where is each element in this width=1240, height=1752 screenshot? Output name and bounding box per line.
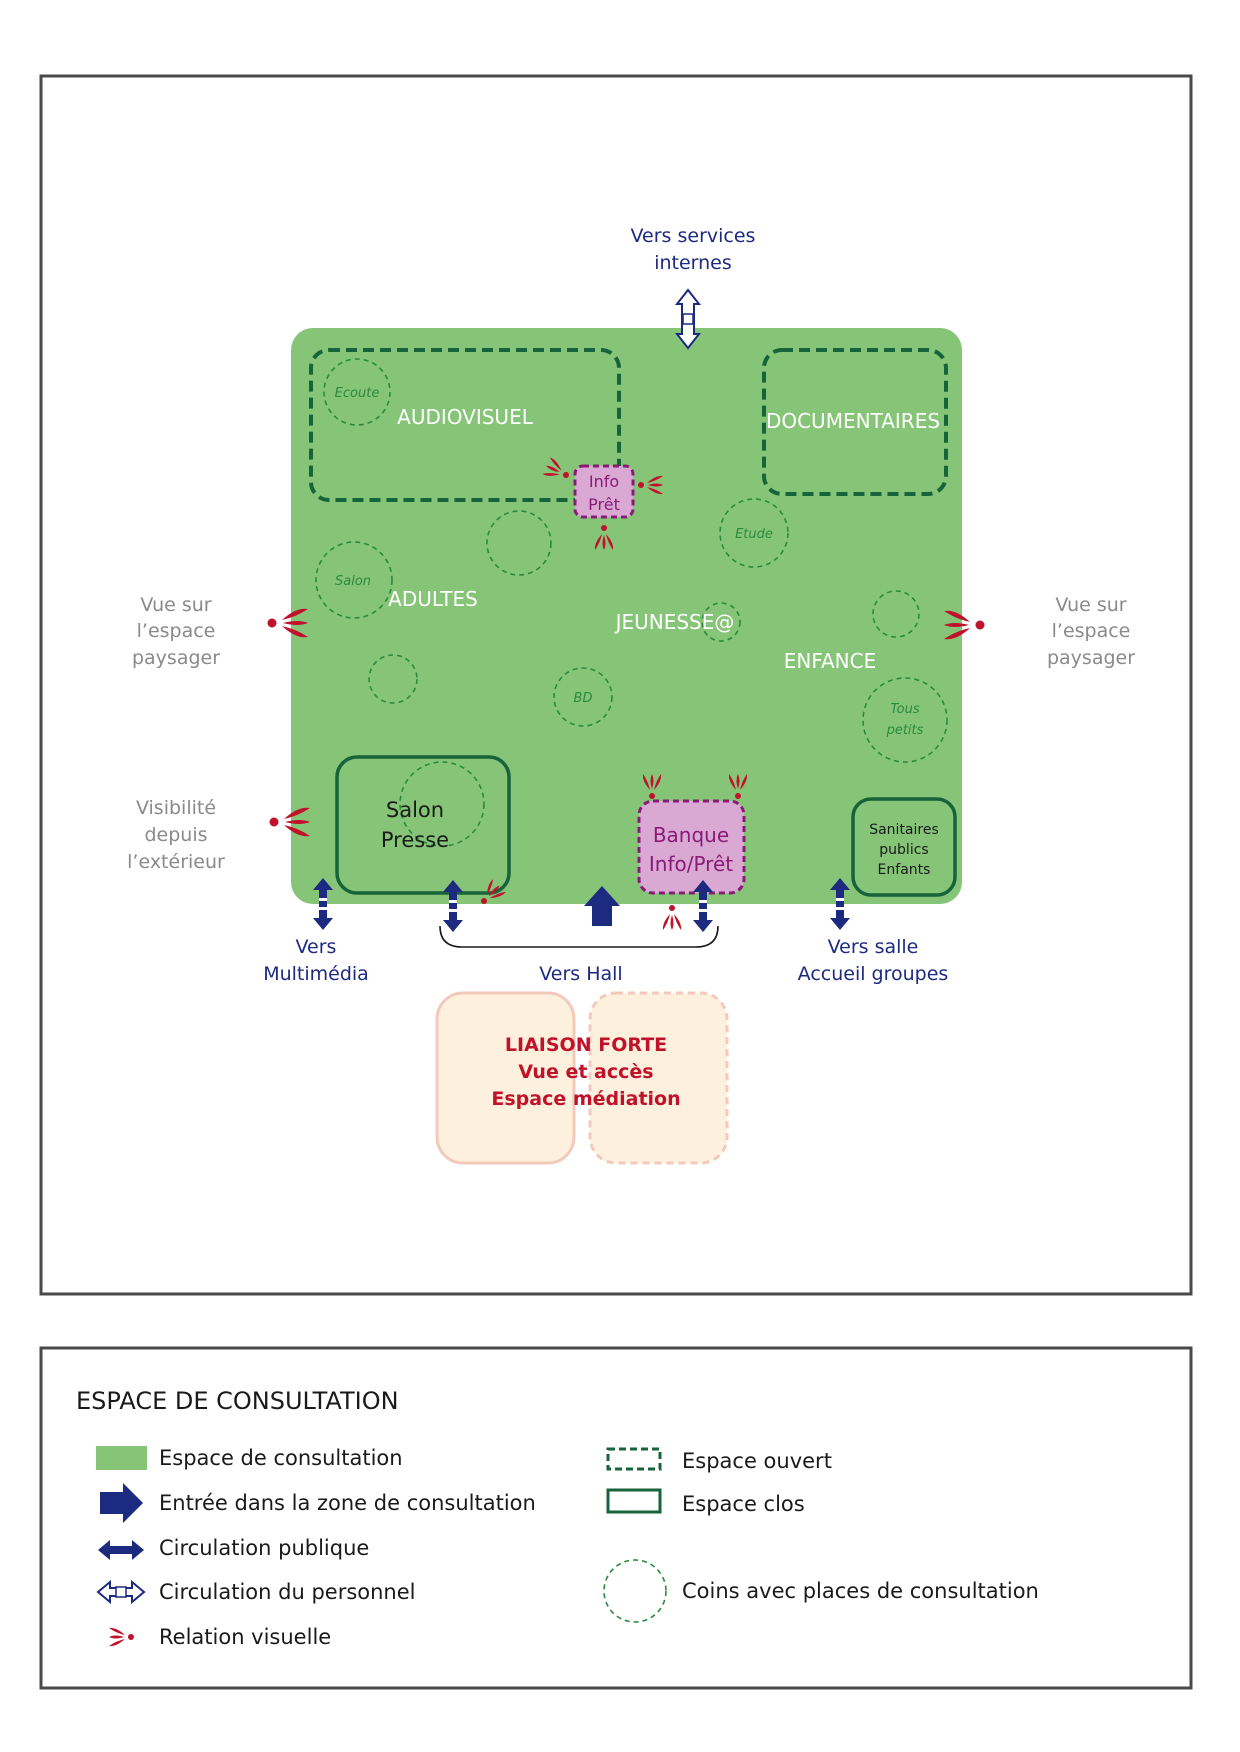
legend-item-corners: Coins avec places de consultation [682,1579,1039,1603]
corner-circle-1 [486,510,552,576]
legend-frame [39,1346,1193,1690]
corner-tous-petits [862,677,948,763]
corner-etude [719,498,789,568]
staff-circulation-icon [674,288,702,350]
corner-circle-3 [872,590,920,638]
left-view-label-3: paysager [132,647,220,669]
legend-item-visual: Relation visuelle [159,1625,331,1649]
corner-salon-label: Salon [335,574,371,589]
banque-info-pret-desk [637,799,746,895]
info-pret-desk [573,464,635,519]
corner-bd-label: BD [574,691,593,706]
public-circulation-icon [98,1540,144,1560]
corner-tous-petits-label-2: petits [886,723,924,738]
banque-label-2: Info/Prêt [649,852,733,876]
entry-arrow-icon [584,886,620,926]
bottom-left-label-1: Vers [296,936,337,958]
zone-jeunesse: JEUNESSE@ [614,610,735,634]
dashed-rect-icon [606,1447,662,1471]
sanitaires-closed-space [851,797,957,897]
corner-circle-4 [368,654,418,704]
legend-item-staff: Circulation du personnel [159,1580,416,1604]
info-pret-label-2: Prêt [588,495,620,514]
label-services-internes-1: Vers services [631,225,756,247]
corner-bd [553,667,613,727]
corner-circle-salon-presse [399,761,485,847]
visibility-label-3: l’extérieur [127,851,225,873]
salon-presse-closed-space [335,755,511,895]
staff-circulation-icon [96,1579,146,1605]
liaison-box-left [435,991,576,1165]
bottom-center-label: Vers Hall [539,963,622,985]
visual-relation-icon [109,1627,134,1647]
liaison-label-2: Vue et accès [518,1061,653,1083]
documentaires-open-space [762,348,948,496]
salon-presse-label-1: Salon [386,798,444,822]
corner-circle-2 [701,602,741,642]
legend-item-closed: Espace clos [682,1492,805,1516]
corner-etude-label: Etude [735,527,773,542]
hall-bracket [439,925,719,948]
liaison-label-3: Espace médiation [491,1088,680,1110]
salon-presse-label-2: Presse [381,828,449,852]
zone-audiovisuel: AUDIOVISUEL [397,405,534,429]
green-swatch [96,1446,147,1470]
corner-tous-petits-label-1: Tous [890,702,920,717]
right-view-label-1: Vue sur [1055,594,1126,616]
legend-item-public: Circulation publique [159,1536,369,1560]
zone-enfance: ENFANCE [784,649,877,673]
plan-frame [39,74,1193,1296]
left-view-label-2: l’espace [137,620,216,642]
right-view-label-2: l’espace [1052,620,1131,642]
liaison-label-1: LIAISON FORTE [505,1034,667,1056]
sanitaires-label-3: Enfants [878,862,931,878]
bottom-right-label-1: Vers salle [828,936,919,958]
legend-item-consultation: Espace de consultation [159,1446,403,1470]
left-view-label-1: Vue sur [140,594,211,616]
corner-ecoute-label: Ecoute [335,386,380,401]
sanitaires-label-1: Sanitaires [869,822,939,838]
dashed-circle-icon [603,1559,667,1623]
label-services-internes-2: internes [654,252,732,274]
banque-label-1: Banque [653,823,729,847]
visibility-label-2: depuis [144,824,207,846]
corner-ecoute [323,358,391,426]
bottom-right-label-2: Accueil groupes [798,963,949,985]
corner-salon [315,541,393,619]
sanitaires-label-2: publics [879,842,928,858]
audiovisuel-open-space [309,348,621,502]
info-pret-label-1: Info [589,472,619,491]
corner-circles [315,358,948,847]
legend-item-open: Espace ouvert [682,1449,832,1473]
legend-title: ESPACE DE CONSULTATION [76,1387,399,1415]
right-view-label-3: paysager [1047,647,1135,669]
solid-rect-icon [606,1488,662,1514]
visual-relation-icon [662,905,682,930]
zone-adultes: ADULTES [388,587,478,611]
entry-arrow-icon [100,1483,143,1523]
visibility-label-1: Visibilité [136,797,216,819]
zone-documentaires: DOCUMENTAIRES [766,409,940,433]
bottom-left-label-2: Multimédia [263,963,369,985]
consultation-area [291,328,962,904]
liaison-box-right [588,991,729,1165]
legend-item-entry: Entrée dans la zone de consultation [159,1491,536,1515]
